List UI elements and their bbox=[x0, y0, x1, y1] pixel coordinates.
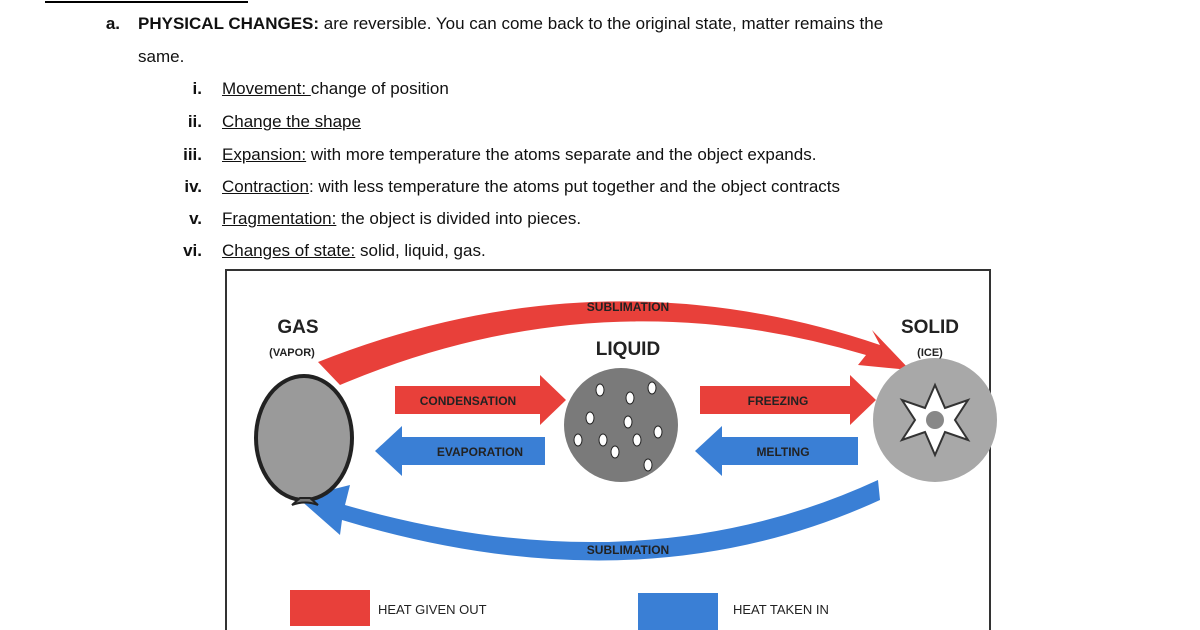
item-term: Fragmentation: bbox=[222, 209, 337, 228]
melting-arrow bbox=[695, 426, 858, 476]
item-term: Changes of state: bbox=[222, 241, 356, 260]
list-item: Movement: change of position bbox=[222, 79, 449, 99]
section-text: are reversible. You can come back to the… bbox=[319, 14, 884, 33]
freezing-arrow bbox=[700, 375, 876, 425]
evaporation-label: EVAPORATION bbox=[437, 445, 523, 459]
item-description: with more temperature the atoms separate… bbox=[306, 145, 817, 164]
gas-sublabel: (VAPOR) bbox=[269, 347, 315, 359]
item-number: i. bbox=[192, 79, 202, 98]
solid-label: SOLID bbox=[901, 317, 959, 338]
item-number: iv. bbox=[184, 177, 202, 196]
sublimation-bottom-label: SUBLIMATION bbox=[587, 543, 669, 557]
solid-sublabel: (ICE) bbox=[917, 347, 943, 359]
item-description: : with less temperature the atoms put to… bbox=[308, 177, 841, 196]
legend-label-heat-given-out: HEAT GIVEN OUT bbox=[378, 602, 487, 617]
item-description: solid, liquid, gas. bbox=[355, 241, 486, 260]
liquid-droplets-icon bbox=[564, 368, 678, 482]
condensation-label: CONDENSATION bbox=[420, 394, 516, 408]
legend-swatch-heat-taken-in bbox=[638, 593, 718, 630]
item-number: vi. bbox=[183, 241, 202, 260]
list-item: Expansion: with more temperature the ato… bbox=[222, 145, 816, 165]
list-item: Contraction: with less temperature the a… bbox=[222, 177, 840, 197]
sublimation-top-arrow bbox=[318, 301, 910, 385]
item-description: the object is divided into pieces. bbox=[336, 209, 582, 228]
item-number: iii. bbox=[183, 145, 202, 164]
list-item: Changes of state: solid, liquid, gas. bbox=[222, 241, 486, 261]
sublimation-bottom-arrow bbox=[298, 480, 880, 561]
item-term: Movement: bbox=[222, 79, 311, 98]
evaporation-arrow bbox=[375, 426, 545, 476]
item-term: Change the shape bbox=[222, 112, 361, 131]
top-rule bbox=[45, 1, 248, 3]
gas-balloon-icon bbox=[254, 374, 354, 506]
legend-label-heat-taken-in: HEAT TAKEN IN bbox=[733, 602, 829, 617]
freezing-label: FREEZING bbox=[748, 394, 809, 408]
ice-snowflake-icon bbox=[873, 358, 997, 482]
list-item: Fragmentation: the object is divided int… bbox=[222, 209, 581, 229]
section-heading: PHYSICAL CHANGES: bbox=[138, 14, 320, 33]
item-number: ii. bbox=[187, 112, 202, 131]
item-term: Expansion: bbox=[222, 145, 307, 164]
section-line-1: PHYSICAL CHANGES: are reversible. You ca… bbox=[138, 14, 883, 34]
list-item: Change the shape bbox=[222, 112, 361, 132]
item-description: change of position bbox=[310, 79, 449, 98]
legend-swatch-heat-given-out bbox=[290, 590, 370, 626]
condensation-arrow bbox=[395, 375, 566, 425]
sublimation-top-label: SUBLIMATION bbox=[587, 300, 669, 314]
section-line-2: same. bbox=[138, 47, 185, 66]
section-marker: a. bbox=[105, 14, 120, 33]
melting-label: MELTING bbox=[756, 445, 809, 459]
item-term: Contraction bbox=[222, 177, 309, 196]
liquid-label: LIQUID bbox=[596, 339, 660, 360]
item-number: v. bbox=[189, 209, 202, 228]
gas-label: GAS bbox=[277, 317, 318, 338]
